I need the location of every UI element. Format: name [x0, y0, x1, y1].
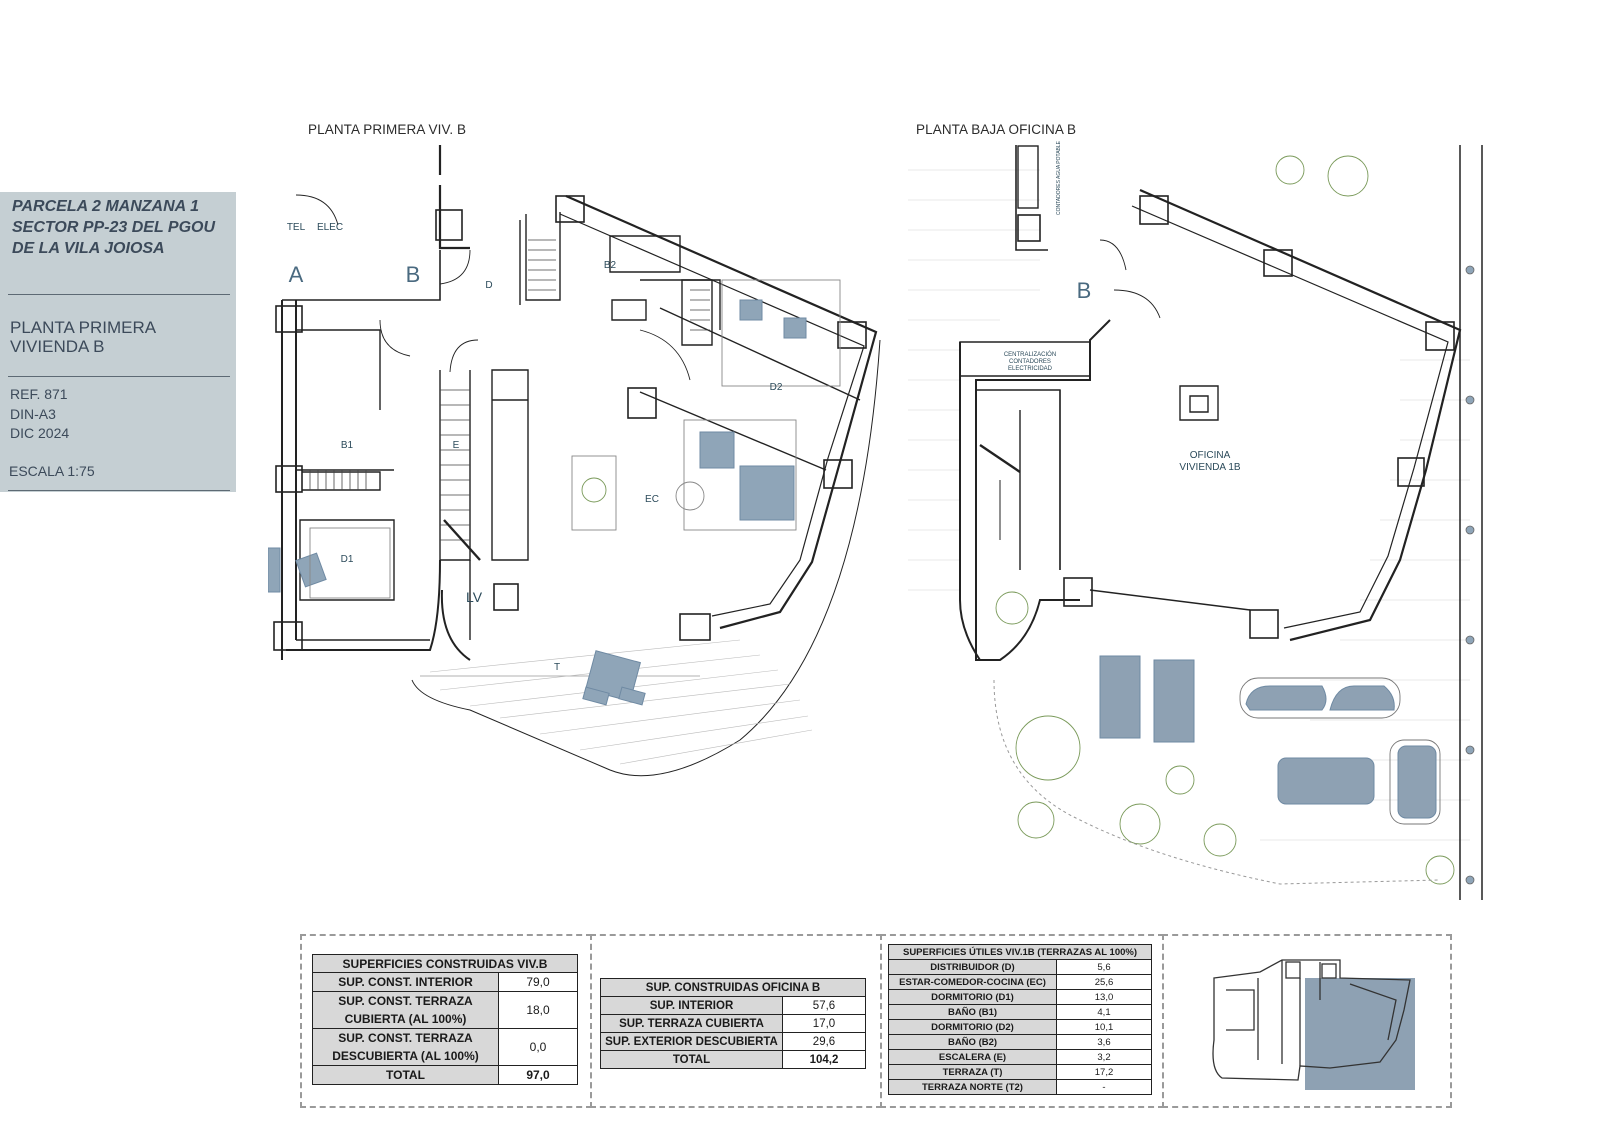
- label-oficina-1: OFICINA: [1190, 450, 1231, 461]
- row-label: TERRAZA (T): [888, 1064, 1057, 1080]
- right-floor-plan: B CONTADORES AGUA POTABLE CENTRALIZACIÓN…: [908, 140, 1483, 900]
- row-label: DORMITORIO (D2): [888, 1019, 1057, 1035]
- table-header: SUP. CONSTRUIDAS OFICINA B: [600, 978, 866, 997]
- scale-label: ESCALA 1:75: [9, 463, 95, 479]
- row-label: SUP. TERRAZA CUBIERTA: [600, 1014, 783, 1033]
- row-label: SUP. EXTERIOR DESCUBIERTA: [600, 1032, 783, 1051]
- project-title-line-1: PARCELA 2 MANZANA 1: [12, 198, 199, 215]
- row-value: 13,0: [1056, 989, 1152, 1005]
- label-b1: B1: [341, 440, 354, 451]
- row-label: DORMITORIO (D1): [888, 989, 1057, 1005]
- row-value: 79,0: [498, 972, 578, 992]
- divider: [8, 294, 230, 295]
- label-t: T: [554, 662, 560, 673]
- label-b2: B2: [604, 260, 617, 271]
- row-label: TOTAL: [600, 1050, 783, 1069]
- project-title-line-3: DE LA VILA JOIOSA: [12, 240, 165, 257]
- row-label: SUP. CONST. INTERIOR: [312, 972, 499, 992]
- ref-number: REF. 871: [10, 386, 68, 402]
- divider: [8, 376, 230, 377]
- key-plan: [1212, 959, 1415, 1090]
- reference-block: REF. 871 DIN-A3 DIC 2024: [10, 385, 69, 444]
- divider: [8, 490, 230, 491]
- row-value: 17,2: [1056, 1064, 1152, 1080]
- row-label: ESCALERA (E): [888, 1049, 1057, 1065]
- label-d1: D1: [341, 554, 354, 565]
- row-label: BAÑO (B2): [888, 1034, 1057, 1050]
- label-d: D: [485, 280, 492, 291]
- date: DIC 2024: [10, 425, 70, 441]
- row-value: 29,6: [782, 1032, 866, 1051]
- label-b: B: [406, 262, 421, 287]
- label-tel: TEL: [287, 222, 306, 233]
- label-oficina-2: VIVIENDA 1B: [1179, 462, 1240, 473]
- paper-size: DIN-A3: [10, 405, 56, 422]
- label-b: B: [1077, 278, 1092, 303]
- row-label: ESTAR-COMEDOR-COCINA (EC): [888, 974, 1057, 990]
- row-value: 4,1: [1056, 1004, 1152, 1020]
- row-value: 5,6: [1056, 959, 1152, 975]
- row-value: 10,1: [1056, 1019, 1152, 1035]
- row-value: 25,6: [1056, 974, 1152, 990]
- plan-name-line-2: VIVIENDA B: [10, 337, 105, 356]
- label-centralizacion-1: CENTRALIZACIÓN: [1004, 351, 1056, 358]
- row-label: TERRAZA NORTE (T2): [888, 1079, 1057, 1095]
- table-header: SUPERFICIES CONSTRUIDAS VIV.B: [312, 954, 578, 973]
- row-label: SUP. INTERIOR: [600, 996, 783, 1015]
- info-panel: [0, 192, 236, 492]
- table-utiles: SUPERFICIES ÚTILES VIV.1B (TERRAZAS AL 1…: [888, 944, 1152, 1095]
- project-title: PARCELA 2 MANZANA 1 SECTOR PP-23 DEL PGO…: [12, 196, 232, 259]
- label-contadores-agua: CONTADORES AGUA POTABLE: [1056, 140, 1062, 215]
- row-value: 17,0: [782, 1014, 866, 1033]
- row-label: TOTAL: [312, 1065, 499, 1085]
- pillow: [739, 299, 763, 321]
- row-value: 3,2: [1056, 1049, 1152, 1065]
- row-label: DISTRIBUIDOR (D): [888, 959, 1057, 975]
- row-value: -: [1056, 1079, 1152, 1095]
- left-plan-title: PLANTA PRIMERA VIV. B: [308, 122, 467, 137]
- label-lv: LV: [466, 589, 483, 605]
- plan-name-line-1: PLANTA PRIMERA: [10, 318, 157, 337]
- label-a: A: [289, 262, 304, 287]
- label-d2: D2: [770, 382, 783, 393]
- row-value: 57,6: [782, 996, 866, 1015]
- row-value: 18,0: [498, 991, 578, 1029]
- label-e: E: [453, 440, 460, 451]
- table-construidas-viv: SUPERFICIES CONSTRUIDAS VIV.B SUP. CONST…: [312, 954, 578, 1085]
- project-title-line-2: SECTOR PP-23 DEL PGOU: [12, 219, 216, 236]
- box-key-plan: [1162, 934, 1452, 1108]
- table-header: SUPERFICIES ÚTILES VIV.1B (TERRAZAS AL 1…: [888, 944, 1152, 960]
- row-value: 104,2: [782, 1050, 866, 1069]
- label-centralizacion-2: CONTADORES: [1009, 359, 1051, 365]
- row-value: 97,0: [498, 1065, 578, 1085]
- row-value: 0,0: [498, 1028, 578, 1066]
- row-value: 3,6: [1056, 1034, 1152, 1050]
- label-ec: EC: [645, 494, 659, 505]
- right-plan-title: PLANTA BAJA OFICINA B: [916, 122, 1077, 137]
- plan-name: PLANTA PRIMERA VIVIENDA B: [10, 318, 156, 356]
- label-elec: ELEC: [317, 222, 343, 233]
- key-plan-highlight: [1305, 978, 1415, 1090]
- row-label: BAÑO (B1): [888, 1004, 1057, 1020]
- left-floor-plan: TEL ELEC A B D B2 D2 B1 E EC D1 LV T: [268, 145, 881, 777]
- table-construidas-oficina: SUP. CONSTRUIDAS OFICINA B SUP. INTERIOR…: [600, 978, 866, 1069]
- label-centralizacion-3: ELECTRICIDAD: [1008, 366, 1053, 372]
